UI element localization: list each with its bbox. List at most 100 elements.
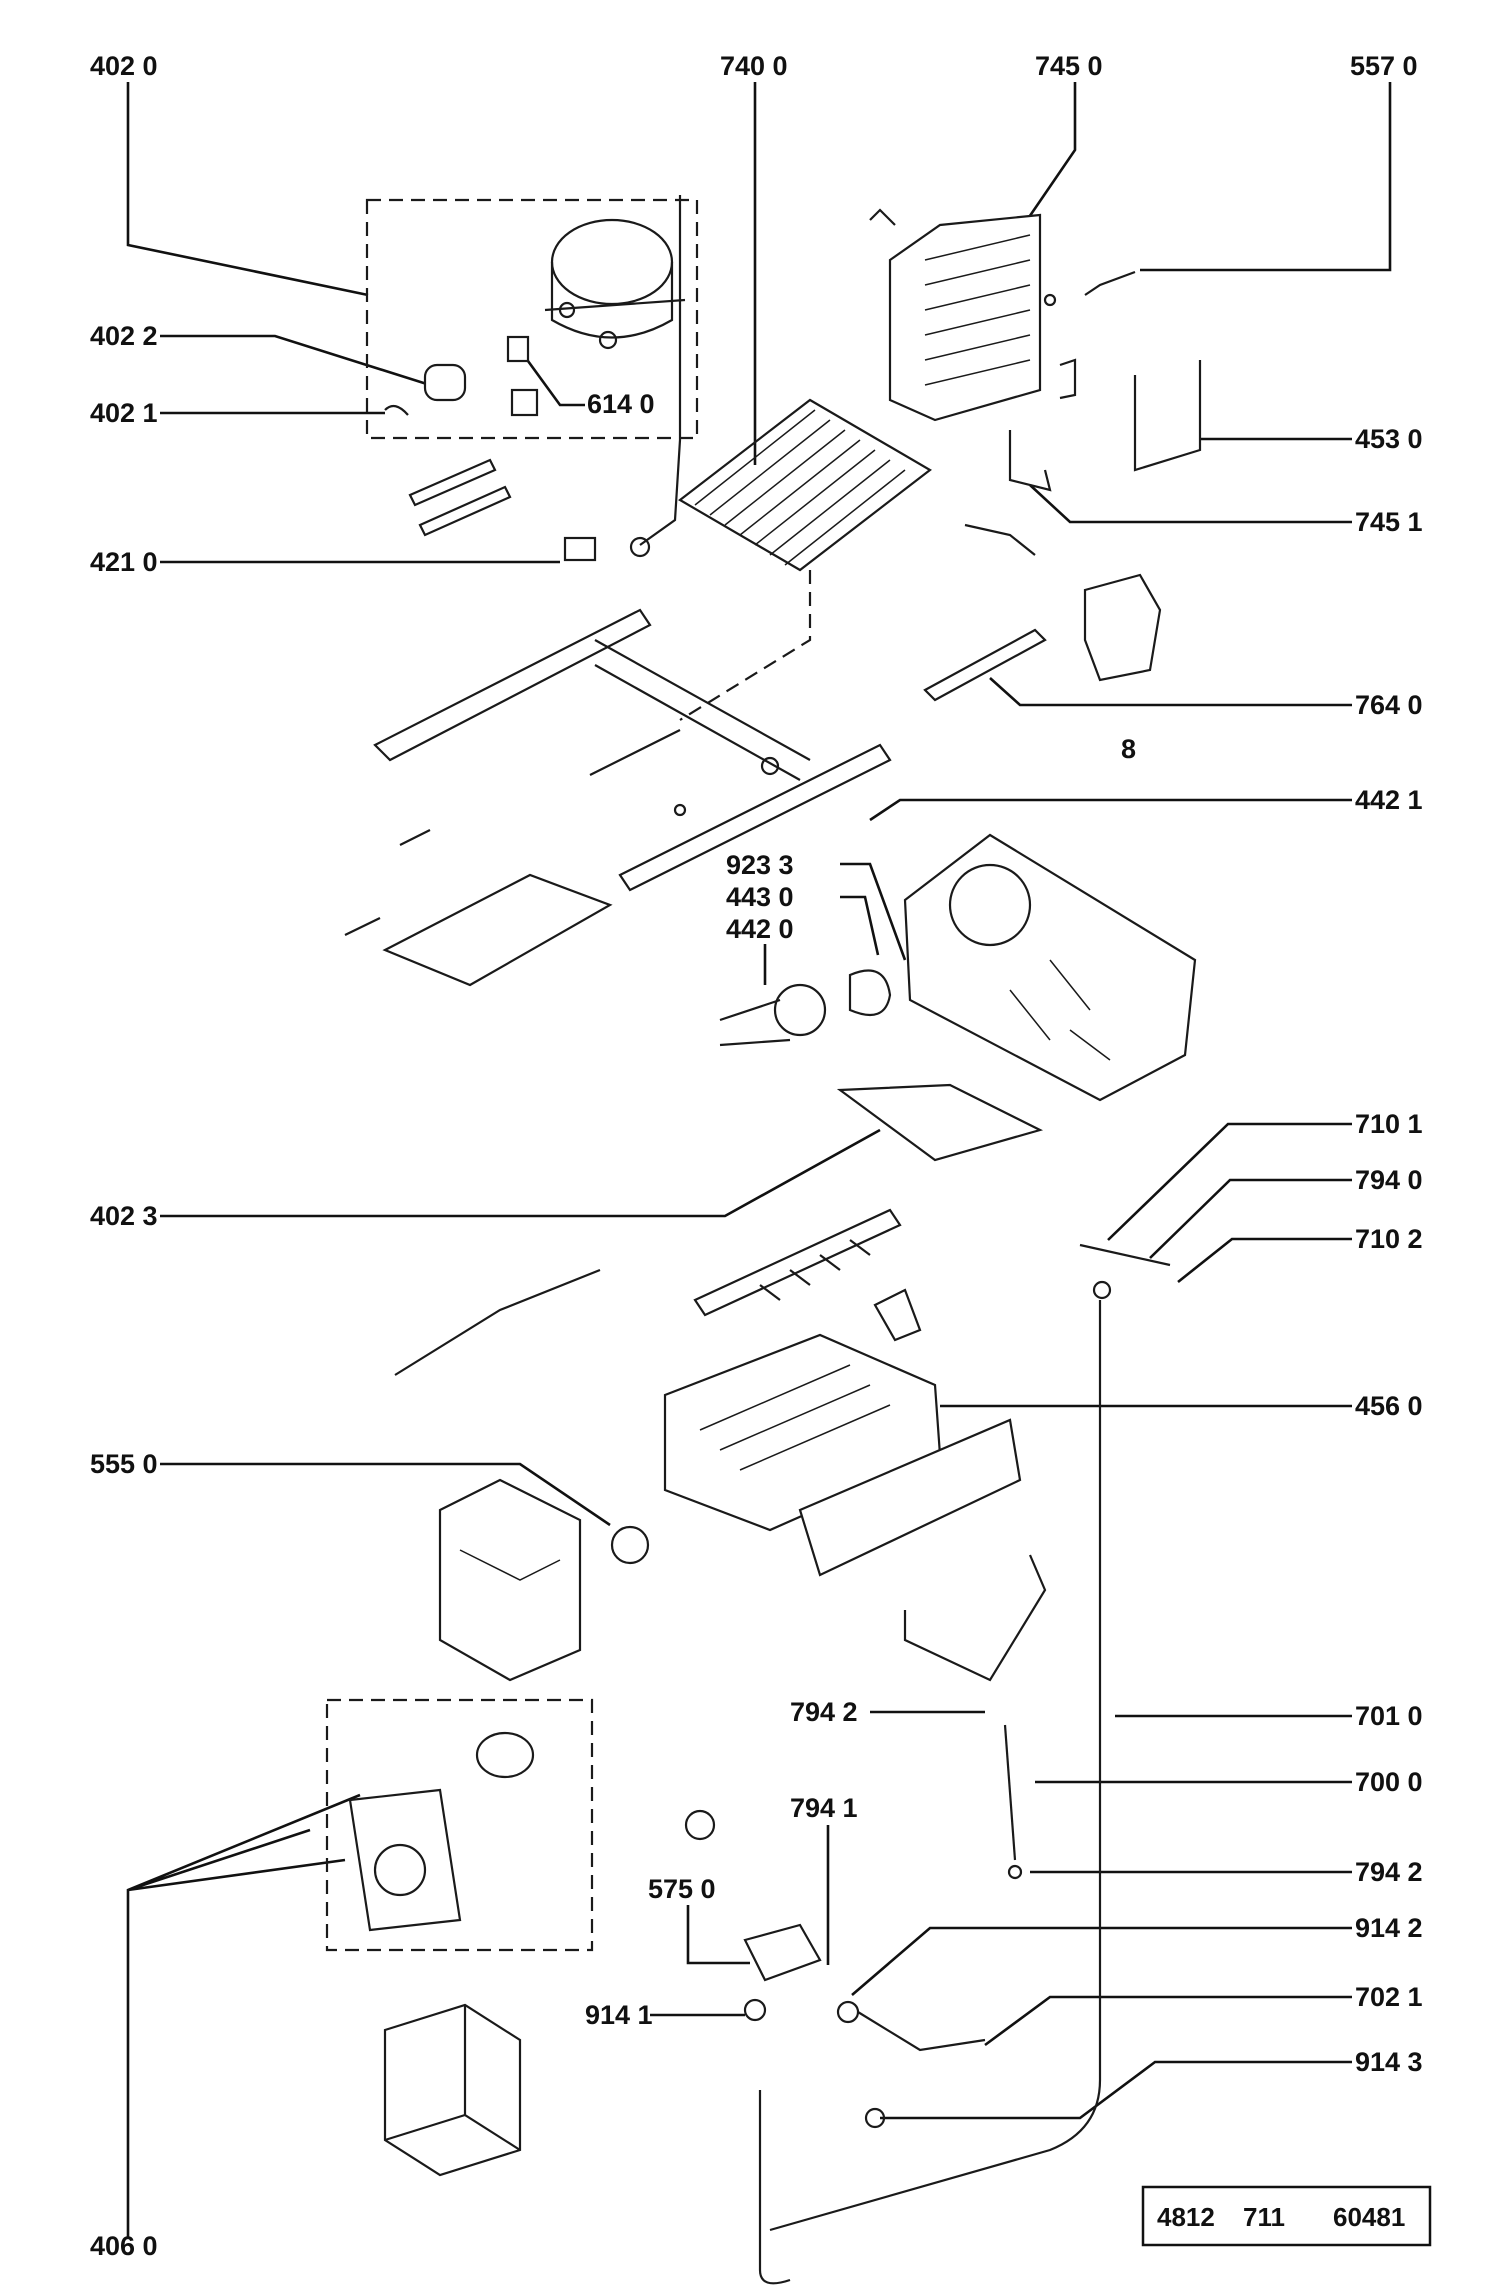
- frame-bolt: [760, 756, 780, 776]
- kit-motor: [475, 1731, 535, 1779]
- wire-guide: [903, 1554, 1047, 1682]
- fan-bracket-opening: [948, 863, 1032, 947]
- callout-453-0: 453 0: [1355, 424, 1423, 454]
- callout-764-0: 764 0: [1355, 690, 1423, 720]
- ice-maker-456-0: [663, 1208, 1022, 1577]
- kit-gear: [373, 1843, 427, 1897]
- reference-part-1: 4812: [1157, 2202, 1215, 2232]
- bracket-745-1: [1008, 430, 1052, 492]
- callout-710-2: 710 2: [1355, 1224, 1423, 1254]
- relay-402-2: [423, 363, 467, 402]
- clamp: [684, 1809, 716, 1841]
- leader-702-1: [984, 1995, 1352, 2047]
- spacers: [344, 829, 431, 936]
- compressor-foot-left: [558, 301, 576, 319]
- ice-mold-cavities: [699, 1364, 891, 1471]
- valve-outlet-tube: [857, 2011, 986, 2052]
- capacitor-421-0: [563, 536, 597, 562]
- callout-labels: 402 0 740 0 745 0 557 0 402 2 402 1 614 …: [90, 51, 1423, 2261]
- callout-402-0: 402 0: [90, 51, 158, 81]
- module-gear: [610, 1525, 650, 1565]
- leader-lines: [126, 82, 1392, 2238]
- reference-part-2: 711: [1243, 2202, 1285, 2232]
- fan-bracket-ribs: [1009, 959, 1111, 1061]
- compressor-tube: [639, 195, 682, 546]
- leader-557-0: [1140, 82, 1392, 272]
- supply-line: [758, 2090, 791, 2285]
- leader-745-1: [1029, 484, 1352, 524]
- kit-406-0: [325, 1698, 594, 1952]
- callout-402-2: 402 2: [90, 321, 158, 351]
- frame-rail-center: [594, 639, 811, 781]
- callout-745-0: 745 0: [1035, 51, 1103, 81]
- nut-794-2: [1007, 1864, 1023, 1880]
- callout-794-1: 794 1: [790, 1793, 858, 1823]
- kit-housing: [348, 1788, 462, 1932]
- callout-794-2-lower: 794 2: [1355, 1857, 1423, 1887]
- callout-914-1: 914 1: [585, 2000, 653, 2030]
- condenser-tubes: [694, 409, 906, 566]
- callout-575-0: 575 0: [648, 1874, 716, 1904]
- fan-blade-443-0: [848, 969, 892, 1017]
- leader-402-3: [160, 1128, 881, 1218]
- control-module-555-0: [438, 1478, 650, 1682]
- parts: [325, 195, 1202, 2285]
- callout-402-1: 402 1: [90, 398, 158, 428]
- callout-8: 8: [1121, 734, 1136, 764]
- callout-740-0: 740 0: [720, 51, 788, 81]
- callout-914-2: 914 2: [1355, 1913, 1423, 1943]
- thermal-protector: [506, 335, 530, 363]
- callout-923-3: 923 3: [726, 850, 794, 880]
- stripper: [798, 1418, 1022, 1577]
- screw-557: [1043, 293, 1057, 307]
- leader-402-2: [160, 334, 431, 387]
- leader-923-3: [840, 862, 907, 961]
- callout-614-0: 614 0: [587, 389, 655, 419]
- connector-794-0: [1092, 1280, 1112, 1300]
- leader-710-1: [1107, 1122, 1352, 1241]
- leader-575-0: [686, 1905, 750, 1965]
- callout-794-2-upper: 794 2: [790, 1697, 858, 1727]
- callout-443-0: 443 0: [726, 882, 794, 912]
- leader-402-0: [126, 82, 369, 297]
- compressor-foot: [598, 330, 618, 350]
- kit-outline: [325, 1698, 594, 1952]
- bracket-745: [1059, 358, 1077, 400]
- water-line-701-0: [769, 1300, 1102, 2232]
- callout-914-3: 914 3: [1355, 2047, 1423, 2077]
- fill-tube-710-1: [1079, 1243, 1171, 1267]
- clip-745-1: [964, 523, 1036, 556]
- compressor-base: [544, 298, 686, 312]
- pad-upper: [408, 458, 497, 507]
- reference-box-border: [1141, 2185, 1432, 2247]
- leader-745-0: [1008, 82, 1077, 246]
- callout-402-3: 402 3: [90, 1201, 158, 1231]
- frame-crossbar: [589, 729, 681, 776]
- clip-402-1: [384, 404, 409, 416]
- leader-443-0: [840, 895, 880, 956]
- compressor-kit-outline: [365, 198, 699, 440]
- leader-406-0: [126, 1793, 361, 2238]
- condenser-connector: [679, 570, 812, 721]
- module-detail: [459, 1549, 561, 1581]
- leader-794-0: [1149, 1178, 1352, 1259]
- ejector-fingers: [759, 1239, 871, 1301]
- evaporator-frame: [888, 213, 1042, 422]
- compressor-assembly: [365, 195, 699, 546]
- base-frame: [373, 608, 892, 892]
- callout-701-0: 701 0: [1355, 1701, 1423, 1731]
- water-valve-575-0: [743, 1923, 986, 2285]
- callout-745-1: 745 1: [1355, 507, 1423, 537]
- frame-rail-left: [373, 608, 652, 762]
- motor-mount: [719, 998, 791, 1047]
- frame-rail-front: [618, 743, 892, 892]
- valve-outlet: [836, 2000, 860, 2024]
- frame-screw: [673, 803, 687, 817]
- mounting-plate-402-3: [836, 1083, 1044, 1162]
- fan-motor-442-0: [773, 983, 827, 1037]
- callout-700-0: 700 0: [1355, 1767, 1423, 1797]
- wire-harness: [394, 1268, 601, 1376]
- condenser-fan-assembly: [719, 833, 1197, 1102]
- leader-764-0: [989, 677, 1352, 707]
- leader-710-2: [1177, 1237, 1352, 1284]
